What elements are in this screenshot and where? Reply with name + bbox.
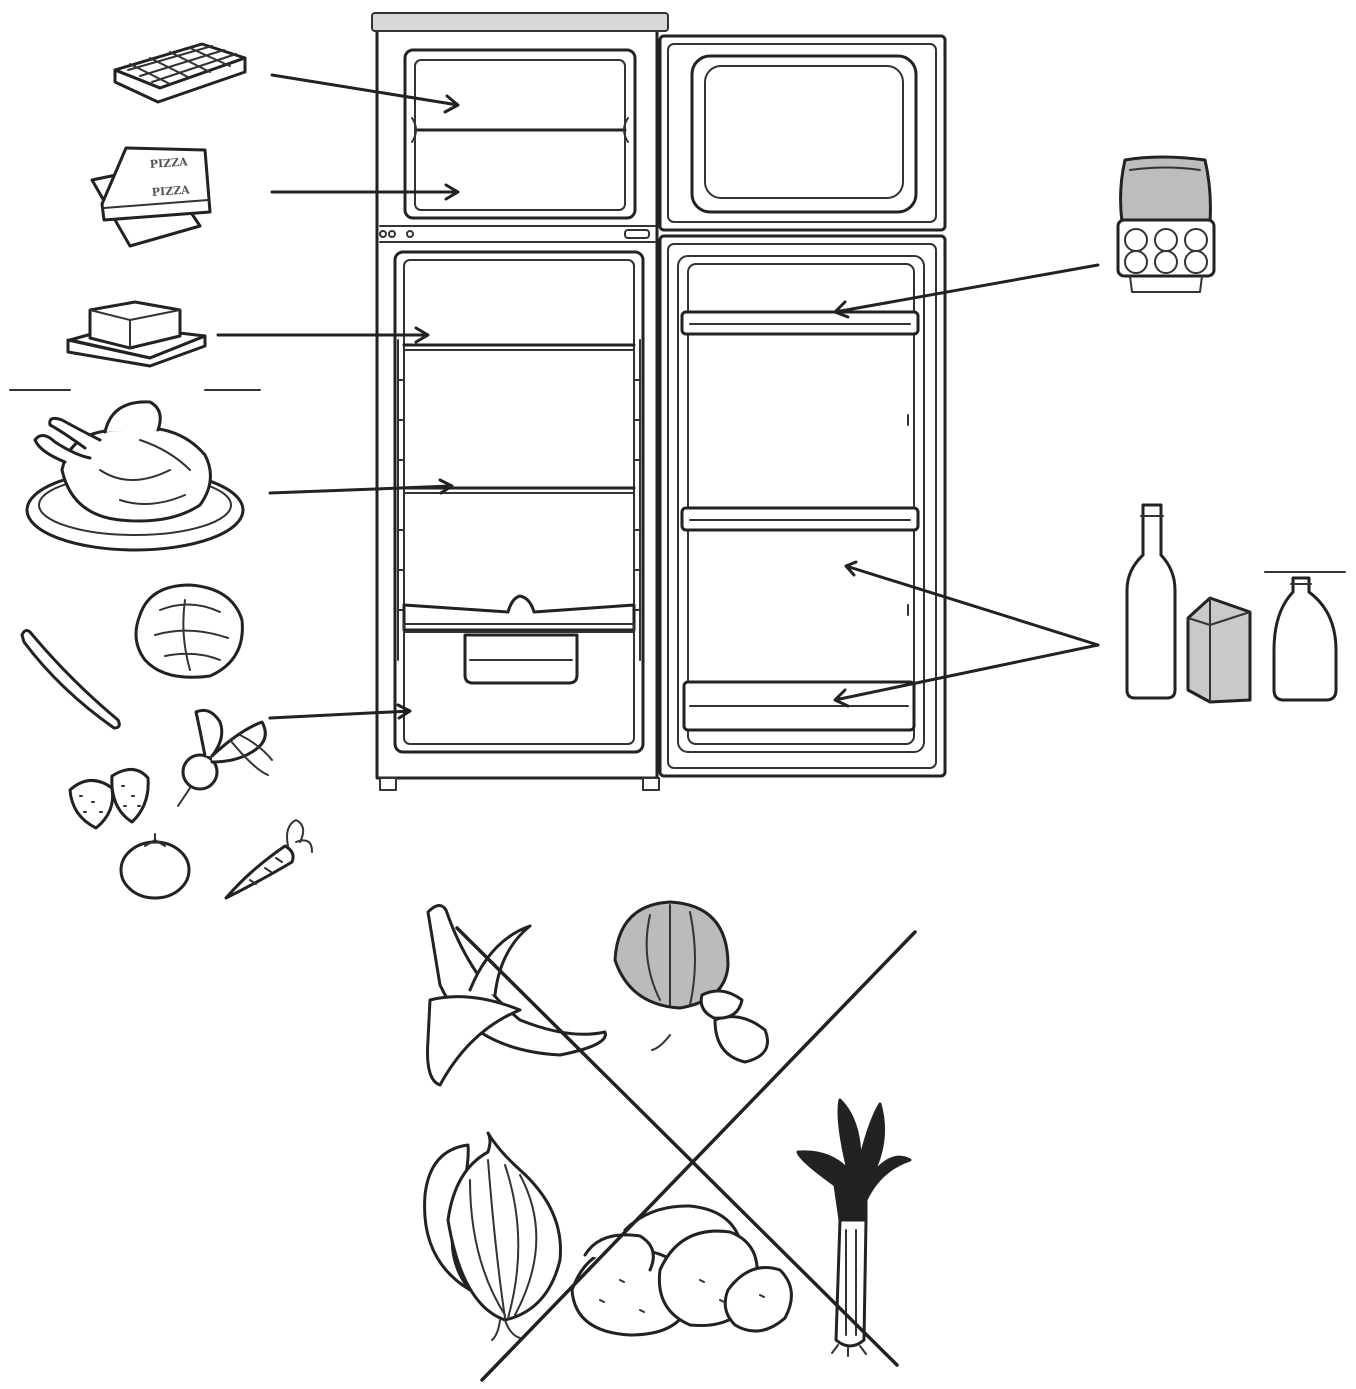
banana-icon <box>426 904 607 1087</box>
freezer-compartment <box>403 48 637 220</box>
leek-icon <box>796 1098 912 1357</box>
milk-carton-icon <box>1186 596 1252 704</box>
arrow-vegetables-to-crisper <box>268 703 412 720</box>
arrow-pizza-to-freezer-bottom <box>270 183 460 201</box>
arrow-bottles-to-middle-rack <box>844 560 1100 647</box>
carrot-icon <box>224 819 313 900</box>
pizza-label-bottom: PIZZA <box>151 183 190 199</box>
lettuce-icon <box>134 583 244 679</box>
tomato-icon <box>119 833 191 900</box>
arrow-chicken-to-middle-shelf <box>268 478 454 495</box>
beet-icon <box>177 708 273 807</box>
pizza-label-top: PIZZA <box>149 155 188 171</box>
onion-icon <box>423 1131 562 1341</box>
ice-cube-tray-icon <box>113 42 247 104</box>
arrow-bottles-to-bottom-rack <box>833 643 1100 708</box>
butter-icon <box>66 300 207 368</box>
fridge-door <box>658 234 947 778</box>
bottles-icon <box>1125 503 1346 704</box>
arrow-ice-to-freezer-top <box>270 73 460 114</box>
not-allowed-cross-icon <box>455 926 917 1382</box>
cucumber-icon <box>20 629 121 730</box>
arrow-eggs-to-top-rack <box>833 263 1100 319</box>
roast-chicken-icon <box>25 400 245 552</box>
vegetables-icon <box>20 583 313 900</box>
arrow-butter-to-top-shelf <box>216 326 430 344</box>
fridge-top-panel <box>371 12 669 32</box>
potato-icon <box>570 1204 793 1337</box>
jug-bottle-icon <box>1272 576 1338 702</box>
egg-carton-icon <box>1116 155 1216 293</box>
pizza-box-icon: PIZZA PIZZA <box>90 146 212 248</box>
fridge-compartment <box>393 250 645 754</box>
arrows <box>216 73 1100 720</box>
garlic-icon <box>613 900 769 1064</box>
fridge-icon <box>371 12 947 791</box>
crisper-cover <box>402 594 636 632</box>
freezer-door <box>658 34 947 232</box>
strawberry-icon <box>68 768 150 830</box>
wine-bottle-icon <box>1125 503 1177 700</box>
